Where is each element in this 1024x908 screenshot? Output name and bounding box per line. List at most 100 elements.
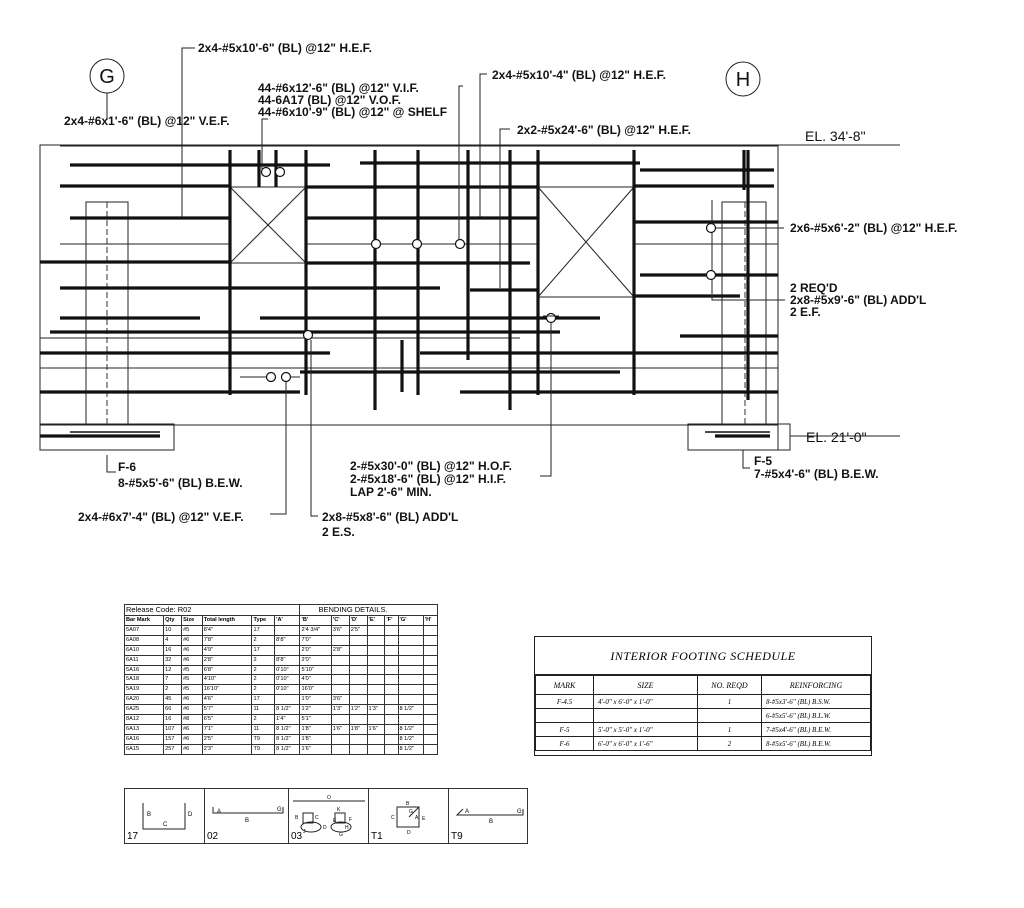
bending-cell <box>366 684 386 696</box>
bending-cell <box>384 714 399 725</box>
bending-cell: 6A16 <box>123 733 165 745</box>
bending-cell <box>384 704 399 716</box>
callout-top-2c: 44-#6x10'-9" (BL) @12" @ SHELF <box>258 105 447 119</box>
bending-cell <box>366 733 386 745</box>
callout-top-4: 2x2-#5x24'-6" (BL) @12" H.E.F. <box>517 123 691 137</box>
bending-cell: 1'0" <box>299 694 332 706</box>
callout-top-2a: 44-#6x12'-6" (BL) @12" V.I.F. <box>258 81 419 95</box>
callout-bottom-2a: 2-#5x30'-0" (BL) @12" H.O.F. <box>350 459 512 473</box>
svg-text:E: E <box>422 816 426 822</box>
callout-right-1: 2x6-#5x6'-2" (BL) @12" H.E.F. <box>790 221 957 235</box>
bending-cell <box>397 664 424 676</box>
bending-cell: 7'1" <box>201 723 253 735</box>
bending-cell: 8'8" <box>274 634 301 646</box>
bending-cell <box>384 743 399 755</box>
bending-cell <box>397 634 424 646</box>
svg-text:B: B <box>489 819 493 825</box>
bending-cell: 6A08 <box>123 634 165 646</box>
bending-cell: 8 1/2" <box>397 704 424 716</box>
footing-col-header: NO. REQD <box>697 675 762 695</box>
bending-cell <box>422 733 439 745</box>
bending-cell <box>384 694 399 706</box>
pilaster-right <box>721 201 767 425</box>
bending-cell: 1'8" <box>299 723 332 735</box>
bending-cell: #6 <box>181 743 203 755</box>
shape-label-17: 17 <box>127 831 139 842</box>
bending-cell: 2 <box>251 634 276 646</box>
bending-cell <box>384 644 399 656</box>
bending-cell <box>366 694 386 706</box>
bending-col-header: 'B' <box>299 615 332 626</box>
footing-schedule-title: INTERIOR FOOTING SCHEDULE <box>535 637 871 675</box>
bending-cell <box>422 644 439 656</box>
bending-cell <box>274 694 301 706</box>
bending-cell: 1'4" <box>274 714 301 725</box>
bending-cell <box>384 733 399 745</box>
bending-cell <box>348 674 368 686</box>
bending-cell: #6 <box>181 634 203 646</box>
bending-cell: 1'6" <box>330 723 350 735</box>
bending-cell: 8'4" <box>201 624 253 636</box>
bending-cell <box>422 723 439 735</box>
svg-text:D: D <box>323 825 327 831</box>
bending-cell <box>366 674 386 686</box>
bending-cell: 257 <box>163 743 183 755</box>
callout-left-1: 2x4-#6x1'-6" (BL) @12" V.E.F. <box>64 114 230 128</box>
bending-cell: 2'3" <box>201 743 253 755</box>
bending-cell: 5'7" <box>201 704 253 716</box>
svg-text:G: G <box>277 807 282 813</box>
bending-cell: 7'8" <box>201 634 253 646</box>
bending-cell <box>384 674 399 686</box>
svg-text:B: B <box>245 818 249 824</box>
shape-label-02: 02 <box>207 831 219 842</box>
footing-cell <box>697 708 762 723</box>
footing-cell: 1 <box>697 722 762 737</box>
bending-cell: 8 1/2" <box>397 723 424 735</box>
svg-text:E: E <box>333 818 337 824</box>
bending-cell: 16 <box>163 644 183 656</box>
bending-cell <box>348 664 368 676</box>
bending-cell <box>348 634 368 646</box>
bending-cell: 1'8" <box>299 733 332 745</box>
bending-cell: 32 <box>163 654 183 666</box>
bending-cell <box>366 634 386 646</box>
bending-cell <box>366 644 386 656</box>
bending-cell: #6 <box>181 723 203 735</box>
bending-col-header: Total length <box>201 615 253 626</box>
bending-cell <box>422 624 439 636</box>
bending-cell: 6'8" <box>201 664 253 676</box>
bending-cell: 17 <box>251 644 276 656</box>
bending-cell: 1'6" <box>299 743 332 755</box>
bending-cell: 1'3" <box>366 704 386 716</box>
svg-text:C: C <box>391 815 395 821</box>
footing-col-header: REINFORCING <box>761 675 871 695</box>
bending-col-header: 'E' <box>366 615 386 626</box>
release-code: Release Code: R02 <box>123 604 301 616</box>
bending-cell <box>330 714 350 725</box>
bending-cell <box>274 644 301 656</box>
bending-cell: 2'4 3/4" <box>299 624 332 636</box>
bending-col-header: Bar Mark <box>123 615 165 626</box>
callout-f6-reinforcing: 8-#5x5'-6" (BL) B.E.W. <box>118 476 243 490</box>
bending-cell <box>384 624 399 636</box>
bending-cell <box>274 624 301 636</box>
bending-cell: 107 <box>163 723 183 735</box>
svg-text:A: A <box>415 815 419 821</box>
bending-cell: 4 <box>163 634 183 646</box>
bending-cell: T9 <box>251 743 276 755</box>
grid-label-h: H <box>736 69 750 91</box>
bending-cell <box>348 743 368 755</box>
bending-cell <box>330 654 350 666</box>
bending-cell: 5A07 <box>123 624 165 636</box>
footing-col-header: SIZE <box>593 675 698 695</box>
bending-cell <box>422 684 439 696</box>
callout-f5-reinforcing: 7-#5x4'-6" (BL) B.E.W. <box>754 467 879 481</box>
bending-cell <box>397 644 424 656</box>
bending-cell: 5A18 <box>123 674 165 686</box>
bending-cell: 6'5" <box>201 714 253 725</box>
bending-cell: 4'0" <box>299 674 332 686</box>
